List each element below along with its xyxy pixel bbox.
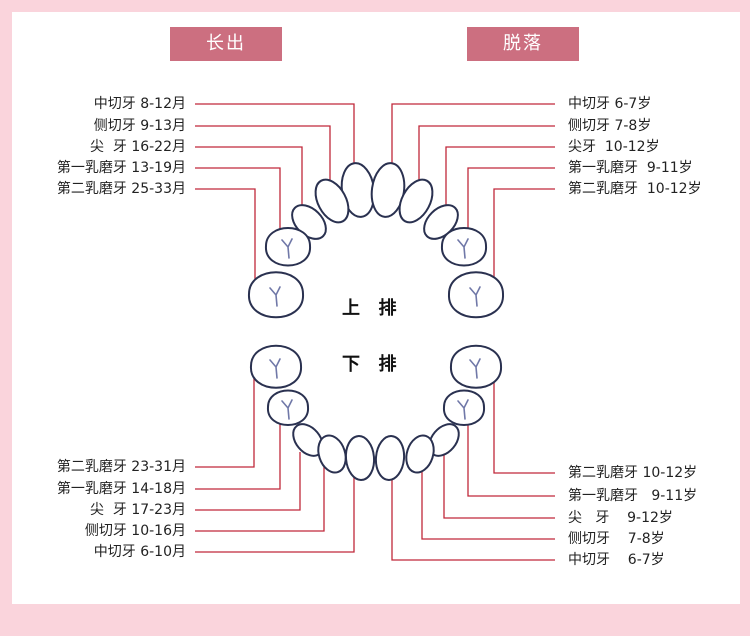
leader-line-9 [493, 188, 555, 292]
tooth-upper-second-molar-right-mark [469, 286, 481, 307]
tooth-upper-lateral-left [314, 178, 350, 224]
lower-shed-second-molar: 第二乳磨牙 10-12岁 [568, 465, 698, 481]
lower-erupt-second-molar: 第二乳磨牙 23-31月 [56, 459, 186, 475]
lower-erupt-central-incisor: 中切牙 6-10月 [93, 544, 186, 560]
leader-line-13 [195, 467, 325, 532]
leader-line-0 [195, 103, 355, 184]
shed-header: 脱落 [467, 27, 579, 61]
upper-erupt-first-molar: 第一乳磨牙 13-19月 [56, 160, 186, 176]
tooth-lower-lateral-right [405, 434, 435, 474]
upper-erupt-second-molar: 第二乳磨牙 25-33月 [56, 181, 186, 197]
lower-shed-canine: 尖 牙 9-12岁 [568, 510, 673, 526]
leader-line-15 [493, 374, 555, 474]
leader-line-7 [445, 146, 555, 212]
leader-line-8 [467, 167, 555, 240]
upper-shed-lateral-incisor: 侧切牙 7-8岁 [568, 118, 652, 134]
leader-line-19 [391, 472, 555, 561]
erupt-header: 长出 [170, 27, 282, 61]
tooth-lower-second-molar-right-mark [469, 358, 481, 379]
tooth-lower-first-molar-right-mark [457, 399, 469, 420]
leader-line-18 [421, 467, 555, 540]
diagram-panel: 长出 脱落 中切牙 8-12月 侧切牙 9-13月 尖 牙 16-22月 第一乳… [12, 12, 740, 604]
lower-erupt-first-molar: 第一乳磨牙 14-18月 [56, 481, 186, 497]
teeth-diagram [195, 103, 555, 561]
upper-shed-first-molar: 第一乳磨牙 9-11岁 [568, 160, 693, 176]
leader-line-1 [195, 125, 331, 194]
leader-line-10 [195, 374, 255, 468]
tooth-lower-central-left [344, 435, 376, 481]
leader-line-11 [195, 414, 281, 490]
leader-line-14 [195, 472, 355, 553]
tooth-upper-first-molar-left-mark [281, 238, 293, 259]
tooth-upper-first-molar-right-mark [457, 238, 469, 259]
upper-shed-canine: 尖牙 10-12岁 [568, 139, 660, 155]
lower-shed-lateral-incisor: 侧切牙 7-8岁 [568, 531, 665, 547]
lower-erupt-lateral-incisor: 侧切牙 10-16月 [84, 523, 186, 539]
upper-jaw-label: 上 排 [342, 298, 399, 319]
leader-line-17 [443, 452, 555, 519]
leader-line-6 [418, 125, 555, 194]
lower-shed-central-incisor: 中切牙 6-7岁 [568, 552, 665, 568]
tooth-lower-second-molar-left-mark [269, 358, 281, 379]
upper-shed-second-molar: 第二乳磨牙 10-12岁 [568, 181, 702, 197]
tooth-lower-lateral-left [317, 434, 347, 474]
tooth-upper-lateral-right [398, 178, 434, 224]
tooth-lower-central-right [374, 435, 406, 481]
tooth-lower-first-molar-left-mark [281, 399, 293, 420]
lower-jaw-label: 下 排 [342, 354, 399, 375]
leader-line-12 [195, 452, 301, 511]
lower-erupt-canine: 尖 牙 17-23月 [89, 502, 186, 518]
leader-line-5 [391, 103, 555, 184]
upper-erupt-canine: 尖 牙 16-22月 [89, 139, 186, 155]
upper-erupt-central-incisor: 中切牙 8-12月 [93, 96, 186, 112]
upper-shed-central-incisor: 中切牙 6-7岁 [568, 96, 652, 112]
leader-line-16 [467, 414, 555, 497]
tooth-upper-second-molar-left-mark [269, 286, 281, 307]
leader-line-4 [195, 188, 256, 292]
lower-shed-first-molar: 第一乳磨牙 9-11岁 [568, 488, 698, 504]
upper-erupt-lateral-incisor: 侧切牙 9-13月 [93, 118, 186, 134]
leader-line-3 [195, 167, 281, 240]
leader-line-2 [195, 146, 303, 212]
